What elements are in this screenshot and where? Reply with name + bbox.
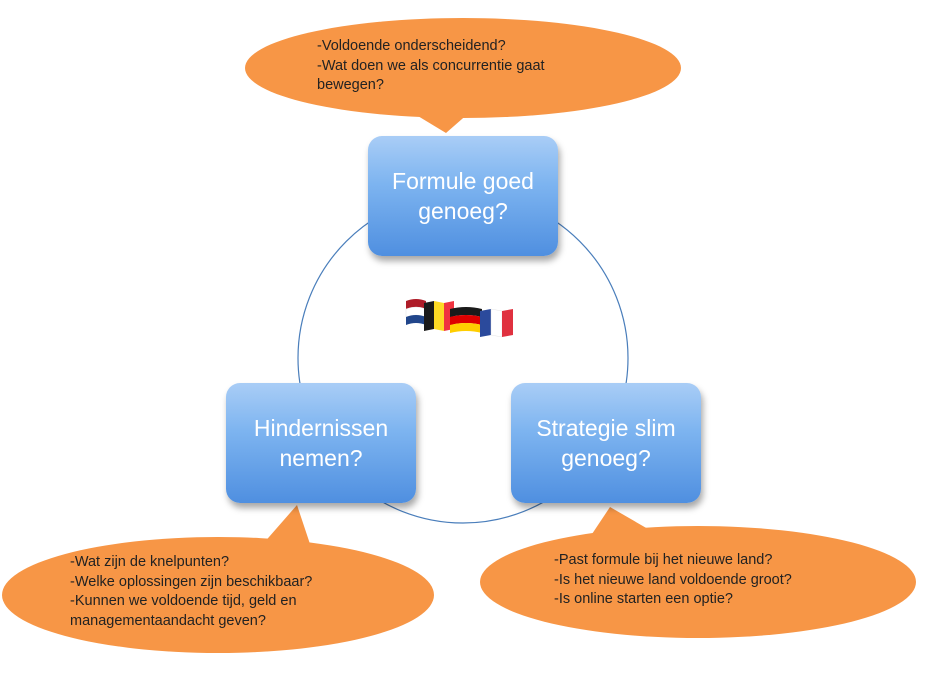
france-flag xyxy=(480,308,513,338)
callout-top-text: -Voldoende onderscheidend? -Wat doen we … xyxy=(317,37,545,96)
callout-left-line: -Kunnen we voldoende tijd, geld en xyxy=(70,593,297,609)
callout-left-shape xyxy=(2,505,434,653)
callout-left-text: -Wat zijn de knelpunten? -Welke oplossin… xyxy=(70,553,312,631)
node-hindernissen: Hindernissen nemen? xyxy=(226,383,416,503)
callout-top-shape xyxy=(245,18,681,133)
callout-left-line: -Wat zijn de knelpunten? xyxy=(70,554,230,570)
germany-flag xyxy=(450,307,482,333)
node-formule-line2: genoeg? xyxy=(418,198,508,224)
node-formule: Formule goed genoeg? xyxy=(368,136,558,256)
callout-left-line: -Welke oplossingen zijn beschikbaar? xyxy=(70,573,313,590)
callout-top-line: -Voldoende onderscheidend? xyxy=(317,38,506,54)
callout-left-line: managementaandacht geven? xyxy=(70,612,266,629)
callout-right-line: -Is online starten een optie? xyxy=(554,591,733,607)
node-hindernissen-line2: nemen? xyxy=(279,445,363,471)
callout-right-text: -Past formule bij het nieuwe land? -Is h… xyxy=(554,551,792,610)
callout-top-line: -Wat doen we als concurrentie gaat xyxy=(317,57,545,74)
netherlands-flag xyxy=(405,299,427,325)
node-hindernissen-line1: Hindernissen xyxy=(253,415,389,441)
callout-right-line: -Is het nieuwe land voldoende groot? xyxy=(554,571,792,588)
node-strategie-line2: genoeg? xyxy=(561,445,651,471)
belgium-flag xyxy=(424,301,454,331)
callout-top-line: bewegen? xyxy=(317,77,384,93)
node-formule-line1: Formule goed xyxy=(392,168,534,194)
callout-right-shape xyxy=(480,507,916,638)
callout-right-line: -Past formule bij het nieuwe land? xyxy=(554,552,773,568)
flags-cluster xyxy=(405,299,513,338)
node-strategie: Strategie slim genoeg? xyxy=(511,383,701,503)
node-strategie-line1: Strategie slim xyxy=(536,415,676,441)
